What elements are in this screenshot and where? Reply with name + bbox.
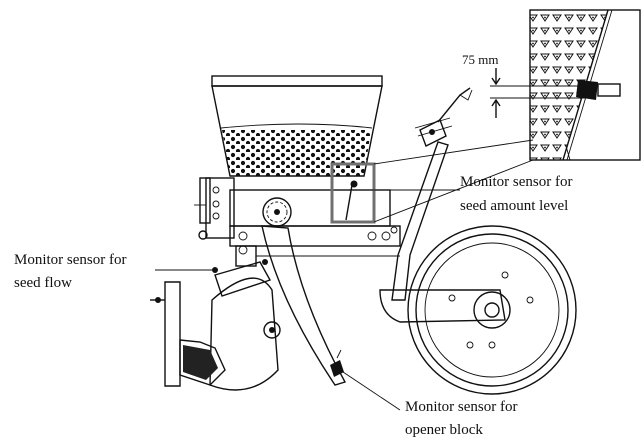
label-seed-amount-level-line2: seed amount level [460, 198, 568, 214]
highlight-box [330, 162, 376, 224]
label-seed-amount-level-line1: Monitor sensor for [460, 174, 573, 190]
press-wheel [407, 225, 577, 395]
press-wheel-arm [379, 87, 506, 323]
seeder-frame [194, 177, 401, 267]
seed-hopper [211, 75, 383, 177]
seed-tube-opener [261, 225, 347, 386]
label-opener-block-line2: opener block [405, 422, 483, 438]
metering-gear [262, 197, 292, 227]
label-opener-block: Monitor sensor for opener block [405, 399, 518, 438]
label-opener-block-line1: Monitor sensor for [405, 399, 518, 415]
seed-level-sensor [330, 139, 534, 224]
leader-lines [155, 189, 460, 411]
label-seed-amount-level: Monitor sensor for seed amount level [460, 174, 573, 214]
furrow-opener-shoe [150, 259, 281, 391]
inset-dimension-label: 75 mm [462, 52, 498, 67]
inset-magnified-view [490, 9, 641, 161]
label-seed-flow-line2: seed flow [14, 275, 72, 291]
label-seed-flow: Monitor sensor for seed flow [14, 252, 127, 291]
label-seed-flow-line1: Monitor sensor for [14, 252, 127, 268]
